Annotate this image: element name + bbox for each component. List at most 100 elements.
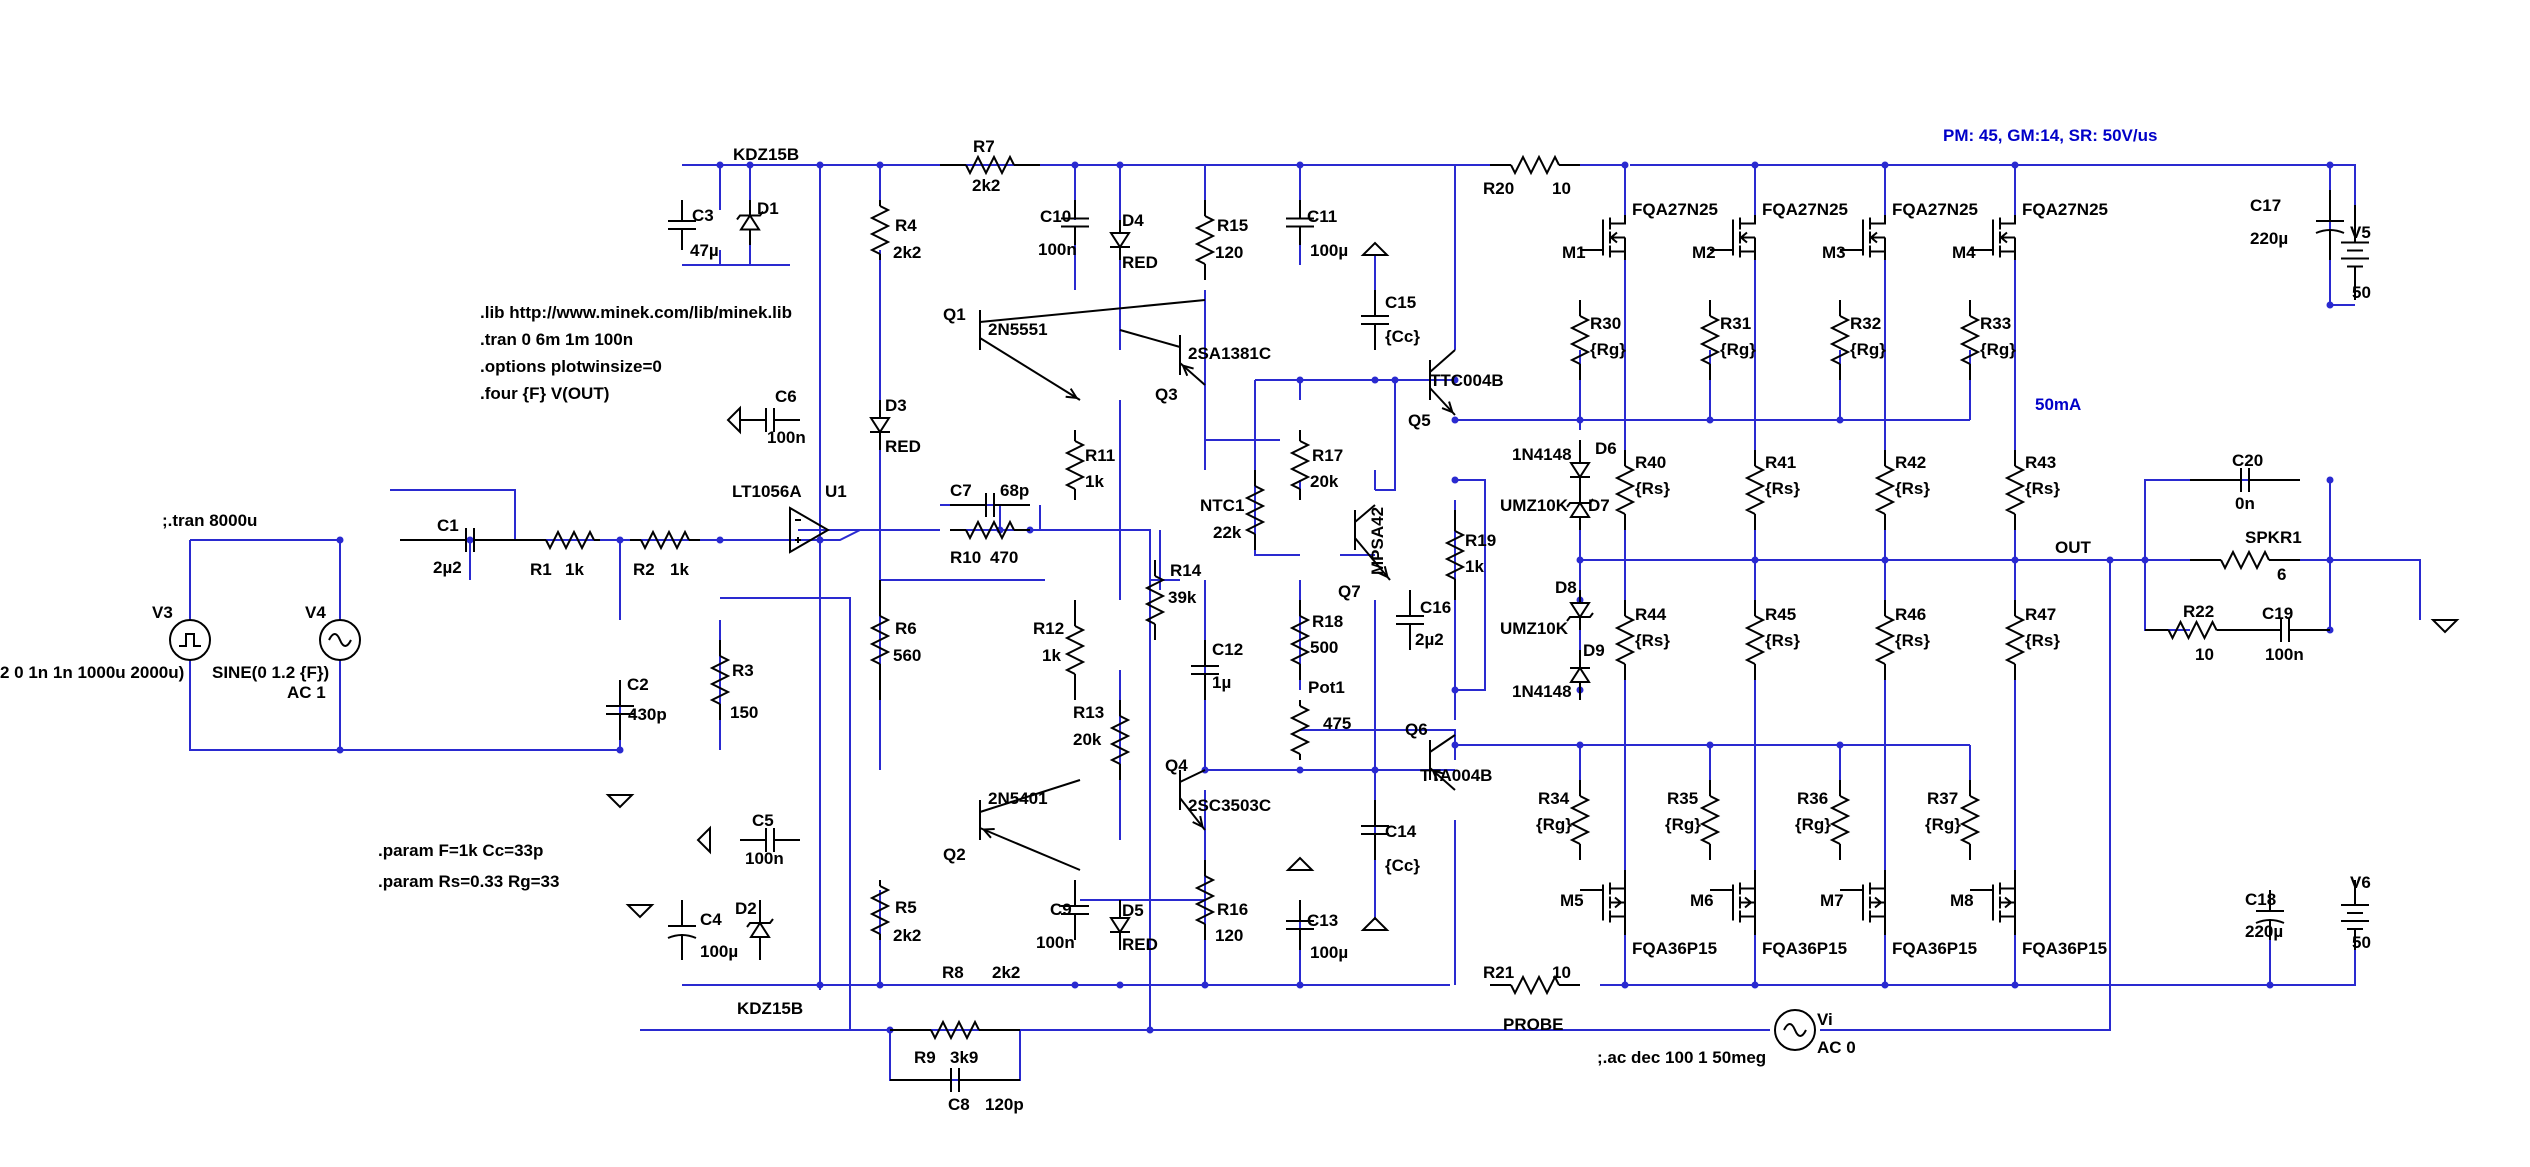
- ntc1-thermistor: [1244, 470, 1266, 550]
- r10-value: 470: [990, 548, 1018, 567]
- r41-resistor: [1744, 450, 1766, 530]
- r12-name: R12: [1033, 619, 1064, 638]
- junction-dot: [1146, 1026, 1154, 1034]
- c9-capacitor: [1061, 880, 1089, 940]
- wire: [2330, 559, 2421, 620]
- wire: [189, 660, 620, 751]
- m5-name: M5: [1560, 891, 1584, 910]
- r43-name: R43: [2025, 453, 2056, 472]
- r20-value: 10: [1552, 179, 1571, 198]
- junction-dot: [1116, 161, 1124, 169]
- r43-resistor: [2004, 450, 2026, 530]
- u1-opamp: [789, 506, 830, 554]
- c16-name: C16: [1420, 598, 1451, 617]
- junction-dot: [2326, 556, 2334, 564]
- q7-name: Q7: [1338, 582, 1361, 601]
- c4-capacitor: [667, 900, 697, 960]
- r16-name: R16: [1217, 900, 1248, 919]
- d8-name: D8: [1555, 578, 1577, 597]
- r13-resistor: [1109, 700, 1131, 780]
- junction-dot: [1451, 741, 1459, 749]
- components: [169, 154, 2460, 1092]
- c12-capacitor: [1191, 640, 1219, 700]
- u1-part: LT1056A: [732, 482, 802, 501]
- junction-dot: [1751, 161, 1759, 169]
- c7-name: C7: [950, 481, 972, 500]
- d2-zener-diode: [746, 900, 774, 960]
- wire: [2330, 950, 2356, 986]
- c5-name: C5: [752, 811, 774, 830]
- junction-dot: [1751, 556, 1759, 564]
- c11-name: C11: [1307, 207, 1337, 226]
- wire: [1455, 479, 1486, 691]
- wire: [1030, 529, 1151, 580]
- vi-value: AC 0: [1817, 1038, 1856, 1057]
- r5-value: 2k2: [893, 926, 921, 945]
- r44-value: {Rs}: [1635, 631, 1670, 650]
- spice-tran-comment: ;.tran 8000u: [162, 511, 257, 530]
- r7-name: R7: [973, 137, 995, 156]
- c4-value: 100µ: [700, 942, 738, 961]
- r41-name: R41: [1765, 453, 1796, 472]
- m2-nmos: [1710, 215, 1756, 260]
- r36-resistor: [1829, 780, 1851, 860]
- r17-name: R17: [1312, 446, 1343, 465]
- m2-name: M2: [1692, 243, 1716, 262]
- m6-pmos: [1710, 870, 1756, 935]
- c16-capacitor: [1396, 590, 1424, 650]
- r8-name: R8: [942, 963, 964, 982]
- v5-value: 50: [2352, 283, 2371, 302]
- c14-capacitor: [1361, 800, 1389, 860]
- r32-resistor: [1829, 300, 1851, 380]
- c3-capacitor: [668, 200, 696, 250]
- ground-speaker: [2430, 619, 2460, 634]
- r9-resistor: [890, 1019, 1020, 1041]
- spkr1-name: SPKR1: [2245, 528, 2302, 547]
- pot1-name: Pot1: [1308, 678, 1345, 697]
- spice-lib-directive: .lib http://www.minek.com/lib/minek.lib: [480, 303, 792, 322]
- junction-dot: [816, 536, 824, 544]
- r47-name: R47: [2025, 605, 2056, 624]
- r5-name: R5: [895, 898, 917, 917]
- c1-capacitor: [400, 528, 540, 552]
- r42-value: {Rs}: [1895, 479, 1930, 498]
- vi-name: Vi: [1817, 1010, 1833, 1029]
- r37-value: {Rg}: [1925, 815, 1961, 834]
- r47-resistor: [2004, 600, 2026, 680]
- r21-value: 10: [1552, 963, 1571, 982]
- pot1-potentiometer: [1289, 700, 1311, 760]
- junction-dot: [1116, 981, 1124, 989]
- spice-four-directive: .four {F} V(OUT): [480, 384, 609, 403]
- junction-dot: [1881, 556, 1889, 564]
- c11-value: 100µ: [1310, 241, 1348, 260]
- d9-diode: [1569, 650, 1591, 700]
- r37-resistor: [1959, 780, 1981, 860]
- d2-part: KDZ15B: [737, 999, 803, 1018]
- q3-part: 2SA1381C: [1188, 344, 1271, 363]
- c18-value: 220µ: [2245, 922, 2283, 941]
- c14-name: C14: [1385, 822, 1417, 841]
- r4-resistor: [869, 200, 891, 260]
- net-label-out: OUT: [2055, 538, 2092, 557]
- v-flag-c13: [1285, 856, 1315, 871]
- r40-name: R40: [1635, 453, 1666, 472]
- d1-zener-diode: [736, 200, 764, 245]
- spkr1-value: 6: [2277, 565, 2286, 584]
- junction-dot: [1576, 741, 1584, 749]
- junction-dot: [336, 746, 344, 754]
- r22-name: R22: [2183, 602, 2214, 621]
- spice-tran-directive: .tran 0 6m 1m 100n: [480, 330, 633, 349]
- r35-resistor: [1699, 780, 1721, 860]
- spkr1-speaker: [2190, 549, 2300, 571]
- junction-dot: [1201, 981, 1209, 989]
- r35-value: {Rg}: [1665, 815, 1701, 834]
- r1-value: 1k: [565, 560, 584, 579]
- ground-c4: [625, 904, 655, 919]
- r46-resistor: [1874, 600, 1896, 680]
- junction-dot: [716, 536, 724, 544]
- c6-name: C6: [775, 387, 797, 406]
- q3-name: Q3: [1155, 385, 1178, 404]
- junction-dot: [2326, 161, 2334, 169]
- c5-capacitor: [740, 828, 800, 852]
- m2-part: FQA27N25: [1762, 200, 1848, 219]
